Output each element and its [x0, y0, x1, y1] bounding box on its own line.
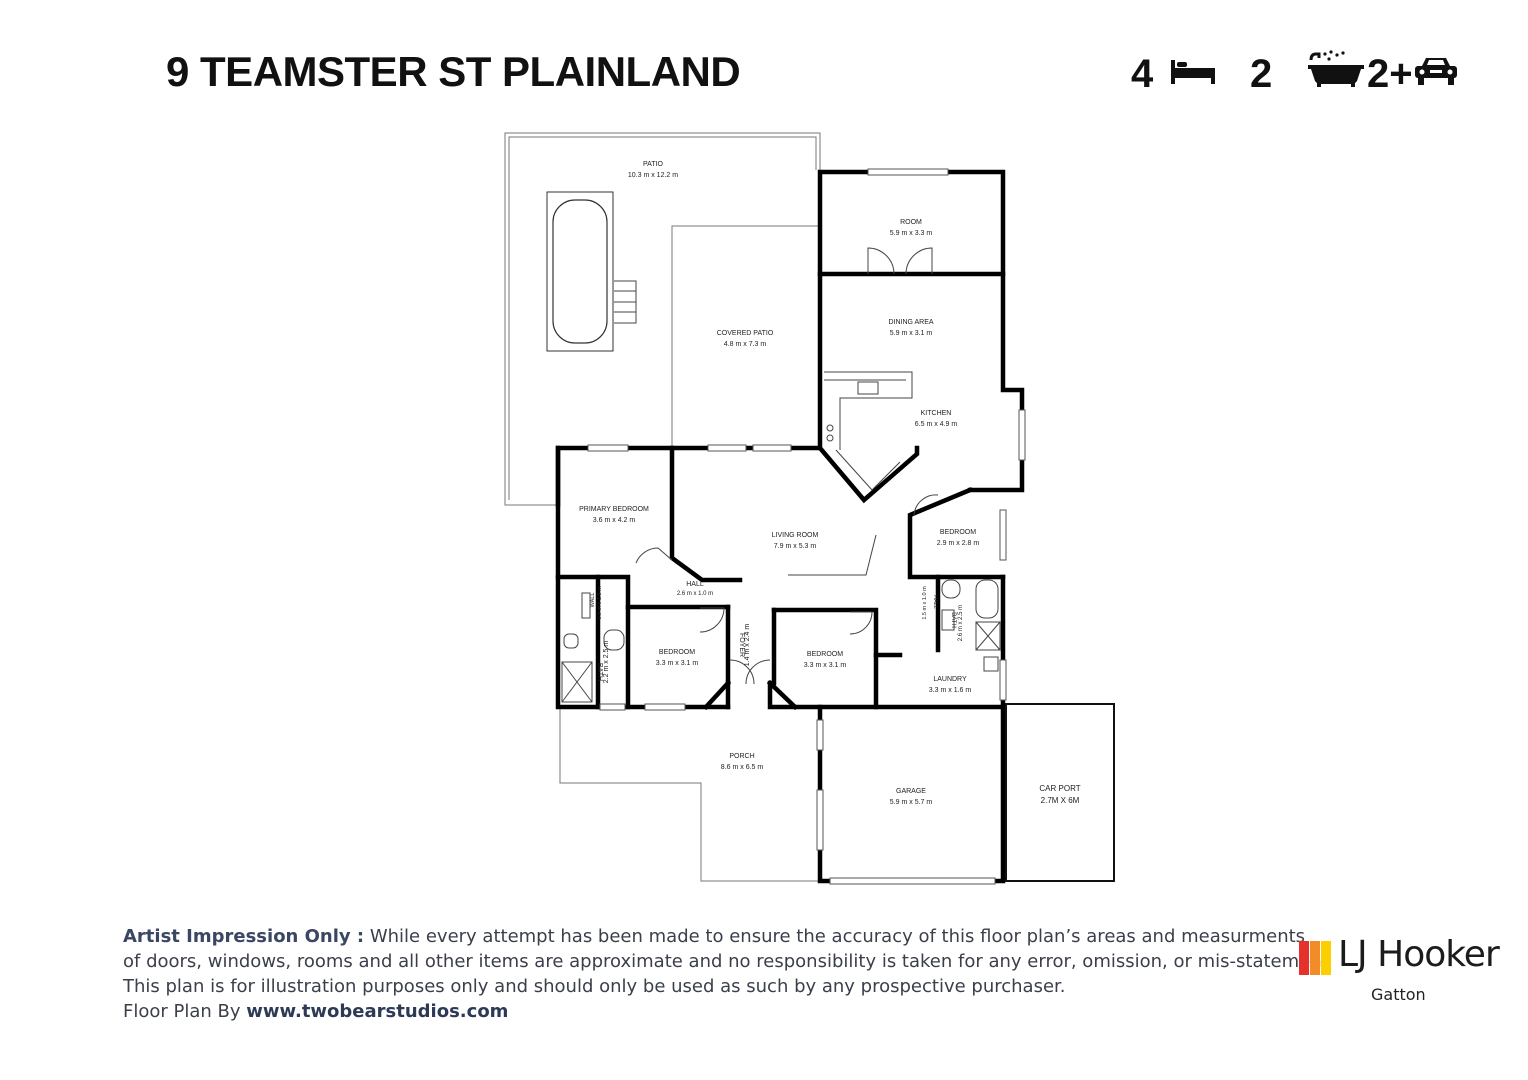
- room-name: DINING AREA: [888, 319, 933, 326]
- room-labels: PATIO 10.3 m x 12.2 m ROOM 5.9 m x 3.3 m…: [579, 161, 1081, 806]
- room-size: 4.8 m x 7.3 m: [724, 341, 767, 348]
- room-size: 3.3 m x 3.1 m: [804, 662, 847, 669]
- room-name: FOYER: [738, 633, 745, 657]
- room-size: 3.6 m x 4.2 m: [593, 517, 636, 524]
- property-title: 9 TEAMSTER ST PLAINLAND: [166, 48, 741, 95]
- room-size: 6.5 m x 4.9 m: [915, 421, 958, 428]
- car-space-count: 2+: [1367, 52, 1413, 96]
- room-size: 7.9 m x 5.3 m: [774, 543, 817, 550]
- covered-patio-outline: [671, 225, 820, 448]
- floor-plan: PATIO 10.3 m x 12.2 m ROOM 5.9 m x 3.3 m…: [504, 132, 1115, 885]
- room-name: HALL: [686, 581, 704, 588]
- bedroom-count: 4: [1131, 52, 1154, 96]
- windows: [587, 168, 1026, 885]
- room-name: LIVING ROOM: [772, 532, 819, 539]
- living-room-counter: [788, 534, 877, 576]
- room-size: 10.3 m x 12.2 m: [628, 172, 678, 179]
- room-size: 2.9 m x 2.8 m: [937, 540, 980, 547]
- exterior-walls: [555, 169, 1025, 884]
- room-name: BATH: [950, 612, 956, 628]
- room-size: 2.6 m x 1.0 m: [677, 591, 713, 597]
- bathroom-fixtures: [561, 579, 1001, 703]
- bathroom-count: 2: [1250, 52, 1273, 96]
- room-name: COVERED PATIO: [717, 330, 774, 337]
- room-name: LAUNDRY: [933, 676, 967, 683]
- brand-office: Gatton: [1371, 985, 1426, 1004]
- disclaimer-line: While every attempt has been made to ens…: [364, 926, 1306, 947]
- patio-outline: [504, 132, 821, 506]
- credit-prefix: Floor Plan By: [123, 1001, 247, 1022]
- room-size: 0.9 m x 1.5 m: [597, 586, 603, 620]
- room-name: BEDROOM: [807, 651, 843, 658]
- room-size: 5.9 m x 3.3 m: [890, 230, 933, 237]
- room-size: 3.3 m x 3.1 m: [656, 660, 699, 667]
- room-name: PRIMARY BEDROOM: [579, 506, 649, 513]
- interior-walls: [555, 271, 1006, 711]
- room-size: 5.9 m x 3.1 m: [890, 330, 933, 337]
- room-size: 1.4 m x 2.4 m: [744, 624, 751, 667]
- room-name: KITCHEN: [921, 410, 952, 417]
- room-size: 2.6 m x 2.5 m: [958, 605, 964, 641]
- car-port-outline: [1005, 703, 1115, 882]
- room-name: BATH: [596, 663, 603, 681]
- brand-name: LJ Hooker: [1338, 934, 1500, 975]
- lj-hooker-logo-icon: [1299, 941, 1331, 975]
- door-swings: [635, 247, 939, 685]
- room-name: BEDROOM: [659, 649, 695, 656]
- pool-icon: [546, 191, 637, 352]
- room-size: 8.6 m x 6.5 m: [721, 764, 764, 771]
- room-name: PORCH: [729, 753, 754, 760]
- disclaimer-line: This plan is for illustration purposes o…: [123, 976, 1066, 997]
- room-name: WALL: [590, 593, 596, 608]
- bed-icon: [1171, 60, 1215, 84]
- credit-website-link[interactable]: www.twobearstudios.com: [246, 1001, 509, 1022]
- room-name: HALL: [932, 595, 938, 609]
- room-size: 2.7M X 6M: [1041, 796, 1080, 805]
- room-size: 3.3 m x 1.6 m: [929, 687, 972, 694]
- kitchen-counters: [824, 371, 913, 491]
- disclaimer-text: Artist Impression Only : While every att…: [123, 924, 1329, 1024]
- room-name: CAR PORT: [1039, 784, 1080, 793]
- disclaimer-lead: Artist Impression Only :: [123, 926, 365, 947]
- disclaimer-line: of doors, windows, rooms and all other i…: [123, 951, 1329, 972]
- room-name: GARAGE: [896, 788, 926, 795]
- room-size: 5.9 m x 5.7 m: [890, 799, 933, 806]
- room-name: PATIO: [643, 161, 664, 168]
- room-size: 2.2 m x 2.5 m: [603, 641, 610, 684]
- car-icon: [1415, 58, 1457, 85]
- room-name: ROOM: [900, 219, 922, 226]
- room-name: BEDROOM: [940, 529, 976, 536]
- porch-outline: [559, 707, 820, 882]
- room-size: 1.5 m x 1.0 m: [922, 586, 928, 620]
- bathtub-icon: [1308, 50, 1364, 87]
